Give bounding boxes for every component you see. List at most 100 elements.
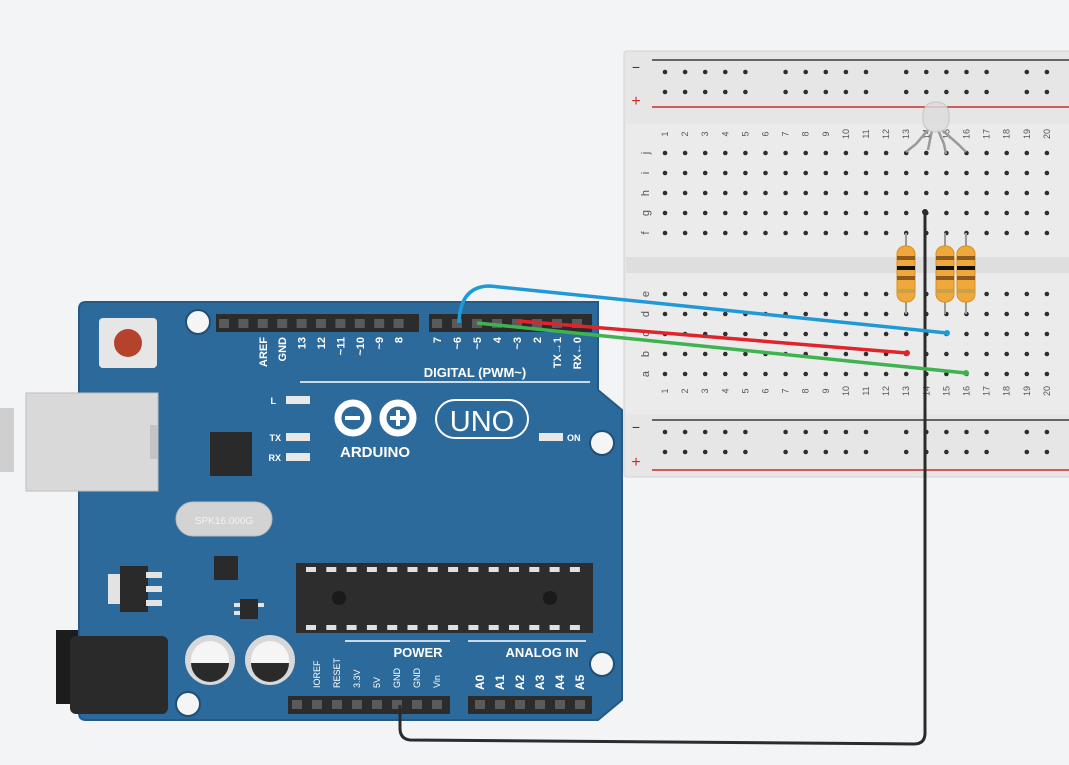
terminal-hole[interactable] [1004, 210, 1009, 216]
terminal-hole[interactable] [662, 351, 668, 357]
rail-hole[interactable] [803, 89, 808, 95]
pin-socket[interactable] [238, 319, 249, 328]
terminal-hole[interactable] [863, 210, 869, 216]
pin-socket[interactable] [219, 319, 229, 328]
terminal-hole[interactable] [682, 170, 688, 176]
terminal-hole[interactable] [863, 230, 869, 236]
terminal-hole[interactable] [803, 210, 808, 216]
terminal-hole[interactable] [763, 371, 768, 377]
rail-hole[interactable] [702, 89, 708, 95]
terminal-hole[interactable] [783, 291, 788, 297]
rail-hole[interactable] [1044, 69, 1050, 75]
terminal-hole[interactable] [964, 331, 969, 337]
terminal-hole[interactable] [863, 311, 869, 317]
terminal-hole[interactable] [743, 170, 748, 176]
terminal-hole[interactable] [803, 230, 808, 236]
terminal-hole[interactable] [682, 311, 688, 317]
rail-hole[interactable] [964, 69, 969, 75]
terminal-hole[interactable] [843, 291, 849, 297]
wires[interactable] [398, 209, 969, 746]
terminal-hole[interactable] [723, 150, 728, 156]
wire-endpoint[interactable] [963, 370, 969, 376]
rail-hole[interactable] [743, 89, 748, 95]
rail-hole[interactable] [662, 429, 668, 435]
terminal-hole[interactable] [903, 170, 909, 176]
rail-hole[interactable] [1024, 429, 1030, 435]
terminal-hole[interactable] [702, 371, 708, 377]
terminal-hole[interactable] [883, 230, 889, 236]
rail-hole[interactable] [803, 69, 808, 75]
rail-hole[interactable] [903, 89, 909, 95]
terminal-hole[interactable] [803, 150, 808, 156]
terminal-hole[interactable] [682, 150, 688, 156]
terminal-hole[interactable] [843, 190, 849, 196]
terminal-hole[interactable] [743, 150, 748, 156]
terminal-hole[interactable] [1004, 170, 1009, 176]
terminal-hole[interactable] [984, 291, 989, 297]
terminal-hole[interactable] [823, 331, 829, 337]
terminal-hole[interactable] [743, 371, 748, 377]
terminal-hole[interactable] [682, 371, 688, 377]
terminal-hole[interactable] [1024, 331, 1030, 337]
terminal-hole[interactable] [702, 311, 708, 317]
terminal-hole[interactable] [944, 351, 949, 357]
pin-socket[interactable] [354, 319, 365, 328]
terminal-hole[interactable] [763, 170, 768, 176]
rail-hole[interactable] [843, 429, 849, 435]
terminal-hole[interactable] [823, 371, 829, 377]
terminal-hole[interactable] [1044, 351, 1050, 357]
terminal-hole[interactable] [743, 331, 748, 337]
terminal-hole[interactable] [984, 210, 989, 216]
terminal-hole[interactable] [662, 230, 668, 236]
terminal-hole[interactable] [1044, 311, 1050, 317]
terminal-hole[interactable] [682, 230, 688, 236]
pin-socket[interactable] [452, 319, 462, 328]
terminal-hole[interactable] [723, 311, 728, 317]
terminal-hole[interactable] [1024, 170, 1030, 176]
terminal-hole[interactable] [924, 190, 929, 196]
pin-socket[interactable] [335, 319, 346, 328]
rail-hole[interactable] [823, 89, 829, 95]
rail-hole[interactable] [944, 69, 949, 75]
terminal-hole[interactable] [843, 210, 849, 216]
terminal-hole[interactable] [984, 190, 989, 196]
terminal-hole[interactable] [763, 150, 768, 156]
terminal-hole[interactable] [1024, 291, 1030, 297]
terminal-hole[interactable] [1044, 190, 1050, 196]
pin-socket[interactable] [332, 700, 342, 709]
terminal-hole[interactable] [1004, 331, 1009, 337]
terminal-hole[interactable] [823, 150, 829, 156]
terminal-hole[interactable] [783, 170, 788, 176]
terminal-hole[interactable] [662, 210, 668, 216]
pin-socket[interactable] [575, 700, 585, 709]
rail-hole[interactable] [682, 89, 688, 95]
terminal-hole[interactable] [662, 371, 668, 377]
pin-socket[interactable] [393, 319, 404, 328]
terminal-hole[interactable] [843, 331, 849, 337]
terminal-hole[interactable] [763, 331, 768, 337]
terminal-hole[interactable] [823, 351, 829, 357]
pin-socket[interactable] [535, 700, 545, 709]
rail-hole[interactable] [702, 449, 708, 455]
rail-hole[interactable] [823, 69, 829, 75]
wire-black-gnd[interactable] [398, 212, 927, 746]
power-header[interactable] [288, 696, 450, 714]
rail-hole[interactable] [1044, 449, 1050, 455]
terminal-hole[interactable] [743, 351, 748, 357]
terminal-hole[interactable] [803, 170, 808, 176]
terminal-hole[interactable] [763, 291, 768, 297]
rail-hole[interactable] [984, 89, 989, 95]
terminal-hole[interactable] [823, 190, 829, 196]
rail-hole[interactable] [863, 429, 869, 435]
terminal-hole[interactable] [903, 210, 909, 216]
terminal-hole[interactable] [1024, 210, 1030, 216]
pin-socket[interactable] [352, 700, 362, 709]
terminal-hole[interactable] [863, 150, 869, 156]
terminal-hole[interactable] [883, 371, 889, 377]
terminal-hole[interactable] [723, 210, 728, 216]
terminal-hole[interactable] [723, 291, 728, 297]
rail-hole[interactable] [964, 429, 969, 435]
terminal-hole[interactable] [723, 170, 728, 176]
terminal-hole[interactable] [743, 230, 748, 236]
